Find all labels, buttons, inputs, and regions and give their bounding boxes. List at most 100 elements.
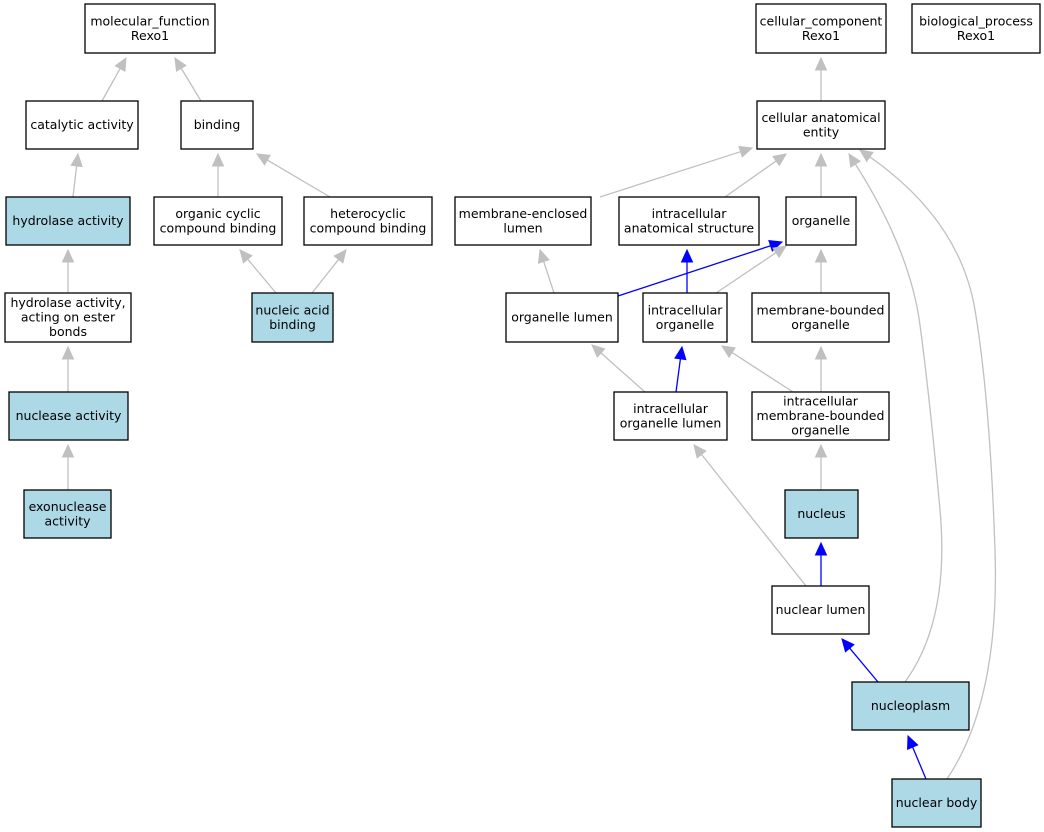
- edge-arrowhead: [537, 248, 550, 264]
- edge-orglumen-to-organelle: [617, 239, 784, 297]
- term-box: [751, 292, 890, 343]
- term-label: membrane-bounded: [757, 302, 885, 317]
- edge-arrowhead: [239, 249, 253, 264]
- term-box: [84, 3, 216, 54]
- edge-intraorg-to-organelle: [715, 245, 787, 294]
- term-node-nucleoplasm[interactable]: nucleoplasm: [851, 681, 970, 731]
- term-label: molecular_function: [90, 13, 209, 28]
- edge-arrowhead: [848, 152, 862, 168]
- term-label: activity: [44, 513, 91, 528]
- edge-line: [912, 746, 927, 780]
- edge-nuclease-to-hydroester: [61, 345, 75, 392]
- term-box: [4, 292, 132, 343]
- term-box: [851, 681, 970, 731]
- edge-arrowhead: [720, 345, 736, 359]
- term-node-nucleus[interactable]: nucleus: [784, 489, 859, 539]
- term-node-binding[interactable]: binding: [180, 100, 254, 150]
- edge-arrowhead: [114, 56, 127, 72]
- edge-line: [543, 261, 555, 294]
- term-label: exonuclease: [29, 499, 107, 514]
- term-label: heterocyclic: [330, 206, 406, 221]
- term-box: [618, 196, 760, 246]
- edge-line: [101, 68, 121, 102]
- edge-line: [731, 351, 794, 393]
- term-box: [153, 196, 283, 246]
- term-box: [5, 196, 131, 246]
- edge-line: [700, 453, 807, 587]
- term-label: organelle: [656, 317, 715, 332]
- edge-arrowhead: [693, 444, 707, 459]
- edge-arrowhead: [859, 149, 874, 163]
- edge-line: [600, 352, 646, 393]
- edge-orglumen-to-mel: [537, 248, 555, 294]
- edge-arrowhead: [61, 443, 75, 458]
- term-label: intracellular: [652, 206, 728, 221]
- term-node-nuclumen[interactable]: nuclear lumen: [771, 585, 870, 635]
- edge-arrowhead: [814, 345, 828, 360]
- edge-nuclumen-to-nucleus: [814, 541, 828, 586]
- edge-nucbody-to-nucleoplasm: [907, 734, 927, 780]
- edge-imbo-to-mbo: [814, 345, 828, 392]
- edge-ocb-to-binding: [211, 152, 225, 197]
- term-label: nucleic acid: [255, 302, 329, 317]
- term-box: [642, 292, 728, 343]
- edge-arrowhead: [772, 245, 787, 259]
- term-label: membrane-enclosed: [459, 206, 588, 221]
- term-box: [303, 196, 433, 246]
- term-label: nuclear lumen: [776, 602, 866, 617]
- term-label: hydrolase activity,: [10, 295, 125, 310]
- term-label: cellular_component: [760, 13, 883, 28]
- term-box: [751, 391, 890, 441]
- term-node-hydrolase[interactable]: hydrolase activity: [5, 196, 131, 246]
- edge-arrowhead: [333, 249, 347, 264]
- term-label: intracellular: [783, 394, 859, 409]
- term-label: bonds: [49, 324, 87, 339]
- term-node-nucbody[interactable]: nuclear body: [891, 778, 982, 828]
- edge-arrowhead: [61, 248, 75, 263]
- edge-arrowhead: [255, 153, 271, 166]
- edge-line: [180, 67, 202, 102]
- edge-arrowhead: [814, 56, 828, 71]
- edge-arrowhead: [70, 152, 83, 168]
- term-label: organelle lumen: [620, 415, 722, 430]
- edge-mel-to-cae: [599, 145, 754, 198]
- edge-cae-to-cc: [814, 56, 828, 101]
- term-label: binding: [269, 317, 316, 332]
- edge-arrowhead: [907, 734, 919, 750]
- edge-nucleoplasm-to-cae: [848, 152, 943, 683]
- term-node-orglumen[interactable]: organelle lumen: [505, 292, 619, 343]
- edge-arrowhead: [680, 248, 694, 263]
- edge-line: [849, 647, 879, 683]
- term-box: [23, 489, 112, 539]
- edge-arrowhead: [768, 239, 784, 252]
- edge-nab-to-ocb: [239, 249, 277, 294]
- edge-nuclumen-to-iol: [693, 444, 807, 587]
- term-label: entity: [803, 124, 840, 139]
- term-node-nuclease[interactable]: nuclease activity: [8, 391, 129, 441]
- edge-line: [724, 160, 777, 198]
- term-box: [8, 391, 129, 441]
- term-label: intracellular: [633, 401, 709, 416]
- term-node-organelle[interactable]: organelle: [785, 196, 857, 246]
- term-box: [755, 3, 887, 54]
- edge-arrowhead: [61, 345, 75, 360]
- edge-arrowhead: [674, 345, 687, 361]
- term-label: binding: [194, 117, 241, 132]
- term-node-catalytic[interactable]: catalytic activity: [25, 100, 139, 150]
